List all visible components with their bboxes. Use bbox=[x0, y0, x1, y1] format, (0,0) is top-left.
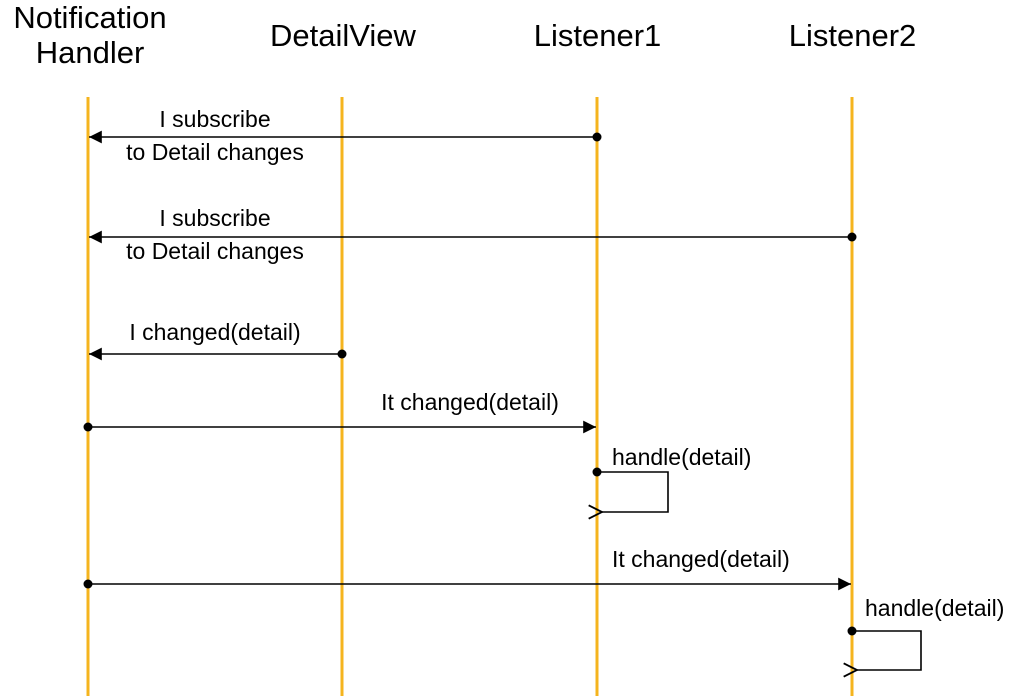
participant-label: Notification Handler bbox=[13, 0, 167, 70]
message-label: I subscribe to Detail changes bbox=[126, 205, 304, 264]
message-origin-dot bbox=[592, 132, 602, 142]
message-label: handle(detail) bbox=[865, 595, 1005, 621]
message-origin-dot bbox=[83, 422, 93, 432]
message-label: handle(detail) bbox=[612, 444, 752, 470]
participant-label: DetailView bbox=[270, 18, 416, 53]
participant-listener1: Listener1 bbox=[505, 18, 690, 53]
message-origin-dot bbox=[83, 579, 93, 589]
self-call-arrow-listener1 bbox=[597, 471, 669, 512]
self-call-arrow-listener2 bbox=[852, 630, 922, 670]
message-origin-dot bbox=[847, 626, 857, 636]
message-label: I changed(detail) bbox=[129, 319, 301, 345]
participant-label: Listener2 bbox=[788, 18, 917, 53]
participant-notification-handler: Notification Handler bbox=[0, 0, 180, 70]
message-origin-dot bbox=[592, 467, 602, 477]
message-label: I subscribe to Detail changes bbox=[126, 106, 304, 165]
message-label: It changed(detail) bbox=[381, 389, 559, 415]
participant-listener2: Listener2 bbox=[760, 18, 945, 53]
participant-detailview: DetailView bbox=[248, 18, 438, 53]
participant-label: Listener1 bbox=[533, 18, 662, 53]
message-origin-dot bbox=[337, 349, 347, 359]
message-label: It changed(detail) bbox=[612, 546, 790, 572]
message-origin-dot bbox=[847, 232, 857, 242]
